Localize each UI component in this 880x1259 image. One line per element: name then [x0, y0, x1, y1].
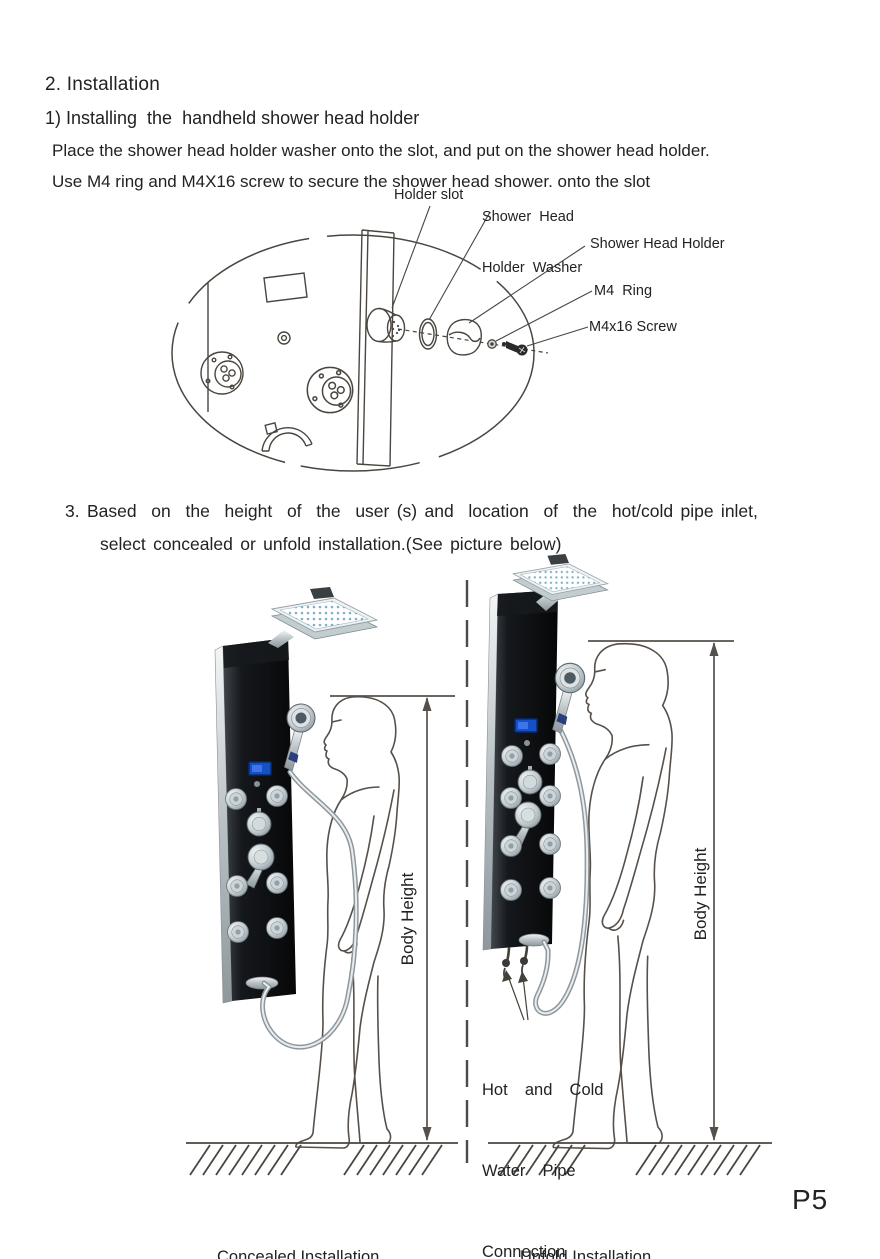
shower-panel-right [482, 553, 609, 951]
shower-panel-left [214, 586, 378, 1004]
shower-head-holder-part [446, 318, 482, 356]
label-washer-line1: Shower Head [482, 209, 574, 225]
handheld-shower-right [550, 661, 587, 736]
hose-outlet-right [518, 933, 550, 947]
hatch-group-2 [343, 1144, 443, 1176]
body-height-label-right: Body Height [691, 847, 710, 941]
label-washer-line2: Holder Washer [482, 260, 583, 276]
hatch-group-4 [635, 1144, 761, 1176]
caption-unfold: Unfold Installation (Hose Shown) [520, 1192, 651, 1259]
figure-concealed-installation [214, 586, 455, 1149]
figure-unfold-installation [482, 553, 734, 1150]
ground-hatching [186, 1142, 772, 1176]
caption-concealed-line1: Concealed Installation [217, 1248, 380, 1259]
man-figure-left [295, 695, 401, 1149]
detail-ellipse [171, 234, 535, 472]
label-m4-ring: M4 Ring [594, 283, 653, 299]
section2-heading: 2. Installation [45, 74, 160, 95]
pipe-connection-line3: Connection [482, 1243, 566, 1259]
exploded-view-diagram [171, 205, 593, 472]
section3-line2: select concealed or unfold installation.… [100, 534, 562, 554]
body-height-dimension-left [330, 695, 455, 1141]
leader-lines [391, 205, 593, 347]
rain-shower-head-left [271, 586, 378, 640]
body-height-dimension-right [588, 640, 734, 1141]
pipe-connection-label: Hot and Cold Water Pipe Connection [482, 1023, 603, 1259]
body-height-label-left: Body Height [398, 872, 417, 966]
hatch-group-3 [499, 1144, 586, 1176]
section3-line1: 3. Based on the height of the user (s) a… [65, 501, 758, 521]
shower-hose-right [533, 726, 590, 1016]
pipe-label-arrows [502, 970, 529, 1021]
holder-slot-part [366, 307, 406, 343]
holder-washer-part [418, 318, 438, 350]
hatch-group-1 [189, 1144, 302, 1176]
caption-concealed: Concealed Installation (Hose Hidden) [217, 1192, 379, 1259]
label-holder-slot: Holder slot [394, 187, 464, 203]
label-shower-head-holder: Shower Head Holder [590, 236, 725, 252]
shower-hose-left [260, 769, 359, 1050]
pipe-connection-line1: Hot and Cold [482, 1081, 604, 1099]
section2-body-line2: Use M4 ring and M4X16 screw to secure th… [52, 172, 651, 191]
section2-subheading: 1) Installing the handheld shower head h… [45, 108, 420, 128]
caption-unfold-line1: Unfold Installation [520, 1248, 652, 1259]
page-number: P5 [792, 1184, 829, 1215]
pipe-connection-line2: Water Pipe [482, 1162, 576, 1180]
panel-display-outline [263, 272, 308, 303]
section2-body-line1: Place the shower head holder washer onto… [52, 141, 710, 160]
label-washer: Shower Head Holder Washer [482, 175, 582, 311]
exploded-jet [306, 366, 354, 414]
m4-ring-part [487, 339, 497, 349]
m4x16-screw-part [502, 341, 528, 356]
label-m4x16-screw: M4x16 Screw [589, 319, 677, 335]
